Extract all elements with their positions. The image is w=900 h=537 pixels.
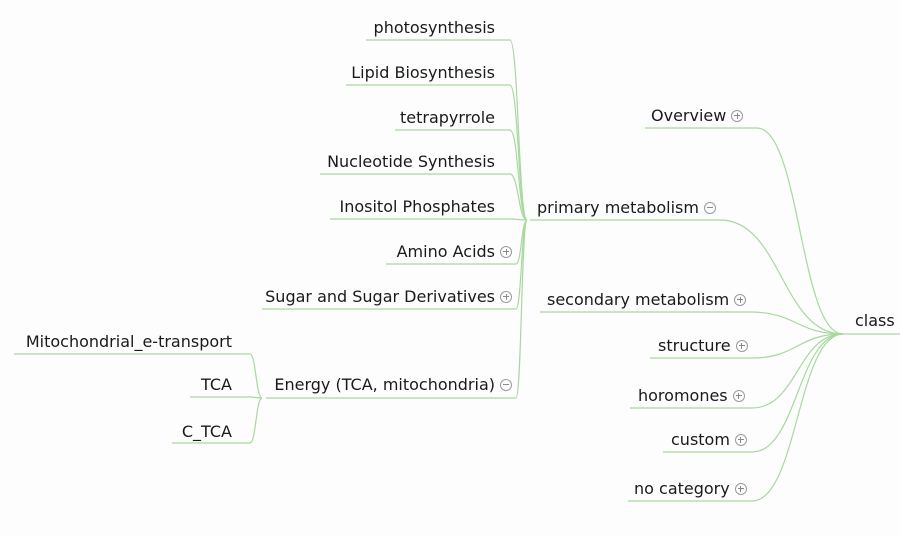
link-class-overview bbox=[756, 127, 844, 335]
link-primary-tetrapyrrole bbox=[509, 129, 528, 221]
node-inositol-phosphates-label: Inositol Phosphates bbox=[339, 197, 496, 216]
node-nucleotide-synthesis[interactable]: Nucleotide Synthesis bbox=[327, 151, 495, 173]
node-inositol-phosphates[interactable]: Inositol Phosphates bbox=[340, 196, 496, 218]
node-custom[interactable]: custom bbox=[671, 429, 747, 451]
link-primary-photosynthesis bbox=[509, 39, 528, 221]
link-class-primary-metabolism bbox=[719, 219, 844, 335]
link-class-horomones bbox=[751, 333, 844, 409]
expand-icon[interactable] bbox=[734, 433, 747, 446]
expand-icon[interactable] bbox=[734, 482, 747, 495]
expand-icon[interactable] bbox=[500, 245, 512, 258]
node-amino-acids-label: Amino Acids bbox=[396, 242, 495, 261]
node-horomones-label: horomones bbox=[638, 386, 728, 405]
node-mitochondrial-e-transport[interactable]: Mitochondrial_e-transport bbox=[26, 331, 232, 353]
node-tca[interactable]: TCA bbox=[201, 374, 232, 396]
node-nucleotide-synthesis-label: Nucleotide Synthesis bbox=[327, 152, 495, 171]
node-secondary-metabolism[interactable]: secondary metabolism bbox=[547, 289, 747, 311]
node-c-tca-label: C_TCA bbox=[181, 422, 232, 441]
node-class[interactable]: class bbox=[855, 310, 895, 332]
link-energy-c-tca bbox=[249, 397, 263, 444]
expand-icon[interactable] bbox=[735, 339, 748, 352]
node-custom-label: custom bbox=[671, 430, 730, 449]
node-tetrapyrrole-label: tetrapyrrole bbox=[400, 108, 495, 127]
expand-icon[interactable] bbox=[731, 109, 744, 122]
collapse-icon[interactable] bbox=[500, 378, 512, 391]
link-energy-mitochondrial-e-transport bbox=[249, 353, 263, 399]
link-energy-tca bbox=[249, 396, 263, 399]
node-c-tca[interactable]: C_TCA bbox=[182, 421, 232, 443]
link-primary-inositol-phosphates bbox=[509, 218, 528, 221]
link-primary-energy bbox=[515, 219, 528, 399]
node-no-category[interactable]: no category bbox=[634, 478, 747, 500]
node-lipid-biosynthesis-label: Lipid Biosynthesis bbox=[351, 63, 495, 82]
link-class-custom bbox=[751, 333, 844, 453]
expand-icon[interactable] bbox=[732, 389, 745, 402]
link-class-secondary-metabolism bbox=[749, 311, 844, 335]
node-sugar-derivatives[interactable]: Sugar and Sugar Derivatives bbox=[265, 286, 512, 308]
node-primary-metabolism-label: primary metabolism bbox=[537, 198, 699, 217]
node-tca-label: TCA bbox=[201, 375, 232, 394]
collapse-icon[interactable] bbox=[703, 201, 716, 214]
node-secondary-metabolism-label: secondary metabolism bbox=[547, 290, 730, 309]
node-photosynthesis-label: photosynthesis bbox=[373, 18, 495, 37]
node-primary-metabolism[interactable]: primary metabolism bbox=[537, 197, 716, 219]
node-structure[interactable]: structure bbox=[658, 335, 748, 357]
node-overview-label: Overview bbox=[651, 106, 727, 125]
node-energy-label: Energy (TCA, mitochondria) bbox=[274, 375, 495, 394]
expand-icon[interactable] bbox=[500, 290, 512, 303]
node-class-label: class bbox=[855, 311, 895, 330]
node-mitochondrial-e-transport-label: Mitochondrial_e-transport bbox=[25, 332, 232, 351]
node-tetrapyrrole[interactable]: tetrapyrrole bbox=[400, 107, 495, 129]
expand-icon[interactable] bbox=[734, 293, 747, 306]
node-overview[interactable]: Overview bbox=[651, 105, 744, 127]
link-primary-nucleotide-synthesis bbox=[509, 173, 528, 221]
node-structure-label: structure bbox=[658, 336, 731, 355]
node-horomones[interactable]: horomones bbox=[638, 385, 745, 407]
node-energy[interactable]: Energy (TCA, mitochondria) bbox=[274, 374, 512, 396]
node-no-category-label: no category bbox=[634, 479, 730, 498]
node-sugar-derivatives-label: Sugar and Sugar Derivatives bbox=[265, 287, 495, 306]
link-class-structure bbox=[751, 333, 844, 359]
node-photosynthesis[interactable]: photosynthesis bbox=[374, 17, 495, 39]
link-primary-sugar-derivatives bbox=[515, 219, 528, 310]
node-lipid-biosynthesis[interactable]: Lipid Biosynthesis bbox=[351, 62, 495, 84]
node-amino-acids[interactable]: Amino Acids bbox=[397, 241, 512, 263]
link-class-no-category bbox=[751, 333, 844, 502]
